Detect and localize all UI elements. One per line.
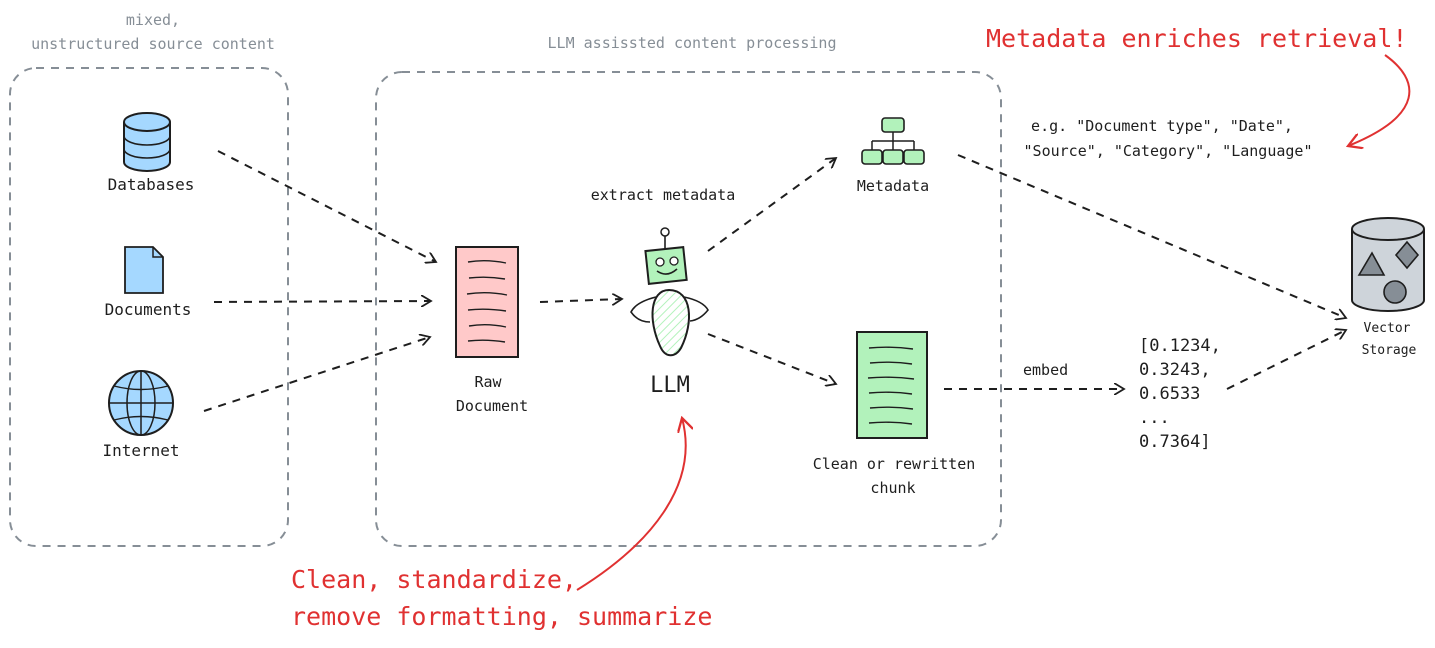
embedding-value: 0.6533 <box>1139 384 1201 404</box>
annotation-arrow-metadata <box>1348 54 1411 146</box>
source-group-title-line1: mixed, <box>125 11 181 29</box>
raw-document-label-line1: Raw <box>474 373 502 391</box>
embedding-vector: [0.1234, 0.3243, 0.6533 ... 0.7364] <box>1139 334 1221 454</box>
metadata-example-line1: e.g. "Document type", "Date", <box>1031 117 1293 135</box>
metadata-label: Metadata <box>856 177 930 195</box>
chunk-label-line2: chunk <box>870 479 916 497</box>
processing-group-box <box>375 71 1002 547</box>
arrow-documents-to-raw <box>213 301 431 302</box>
source-group-box <box>9 67 289 547</box>
embed-edge-label: embed <box>1023 361 1069 379</box>
vector-storage-label-line2: Storage <box>1361 343 1417 358</box>
llm-annotation-line2: remove formatting, summarize <box>291 602 713 631</box>
processing-group-title: LLM assissted content processing <box>547 34 837 52</box>
document-file-icon <box>124 246 164 294</box>
arrow-embedding-to-storage <box>1226 330 1346 390</box>
raw-document-label-line2: Document <box>455 397 529 415</box>
documents-label: Documents <box>104 300 192 319</box>
internet-label: Internet <box>102 441 180 460</box>
vector-storage-label-line1: Vector <box>1363 321 1411 336</box>
embedding-value: 0.3243, <box>1139 360 1211 380</box>
metadata-example-line2: "Source", "Category", "Language" <box>1023 142 1313 160</box>
robot-llm-icon <box>630 227 709 357</box>
annotation-arrow-llm <box>576 418 686 591</box>
llm-annotation-line1: Clean, standardize, <box>291 565 577 594</box>
arrow-llm-to-metadata <box>707 158 836 252</box>
chunk-label-line1: Clean or rewritten <box>812 455 976 473</box>
metadata-hierarchy-icon <box>861 117 925 165</box>
arrow-internet-to-raw <box>203 337 430 412</box>
clean-chunk-icon <box>856 331 928 439</box>
arrow-metadata-to-storage <box>957 154 1346 318</box>
source-group-title-line2: unstructured source content <box>31 35 275 53</box>
globe-icon <box>108 370 174 436</box>
extract-metadata-label: extract metadata <box>590 186 736 204</box>
raw-document-icon <box>455 246 519 358</box>
arrow-raw-to-llm <box>539 299 622 302</box>
arrow-llm-to-chunk <box>707 333 836 384</box>
metadata-annotation: Metadata enriches retrieval! <box>986 24 1408 53</box>
database-icon <box>123 112 171 172</box>
llm-label: LLM <box>650 373 690 398</box>
arrow-databases-to-raw <box>217 150 436 262</box>
embedding-value: [0.1234, <box>1139 336 1221 356</box>
embedding-value: 0.7364] <box>1139 432 1211 452</box>
databases-label: Databases <box>107 175 195 194</box>
embedding-value: ... <box>1139 408 1170 428</box>
vector-storage-icon <box>1351 217 1425 312</box>
